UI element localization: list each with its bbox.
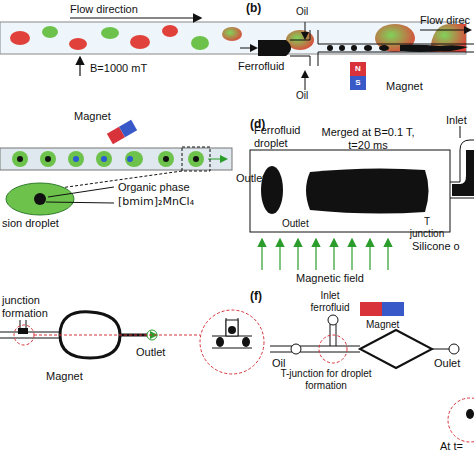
figure-label: Oil (272, 357, 285, 370)
figure-label: Magnetic field (296, 272, 364, 285)
figure-label: Ferrofluid (238, 60, 284, 73)
figure-label: Inlet (446, 114, 467, 127)
figure-label: Magnet (74, 110, 111, 123)
pole-letter: N (350, 62, 366, 76)
figure-label: Ferrofluid droplet (254, 124, 314, 149)
figure-label: Inlet ferrofluid (300, 290, 360, 313)
figure-label: Oil (296, 6, 308, 18)
figure-label: Silicone o (412, 240, 460, 253)
figure-label: Outlet (282, 218, 309, 230)
figure-label: Oil (296, 90, 308, 102)
figure-label: [bmim]₂MnCl₄ (118, 196, 194, 209)
figure-label: At t= (440, 440, 463, 453)
figure-label: Merged at B=0.1 T, t=20 ms (318, 126, 418, 151)
figure-label: B=1000 mT (90, 62, 147, 75)
figure-label: Magnet (46, 370, 83, 383)
figure-label: Organic phase (118, 181, 190, 194)
figure-label: sion droplet (2, 217, 59, 230)
figure-label: Outlet (136, 346, 165, 359)
figure-label: Magnet (366, 319, 399, 331)
figure-label: Flow direc (420, 14, 470, 27)
figure-label: Oulet (434, 357, 460, 370)
figure-label: Outlet (236, 172, 265, 185)
figure-label: T junction (406, 216, 448, 239)
pole-letter: S (350, 76, 366, 90)
figure-label: T-junction for droplet formation (276, 368, 376, 391)
figure-label: (b) (246, 2, 261, 16)
magnet-block: NS (350, 62, 366, 90)
figure-label: Flow direction (70, 3, 138, 16)
figure-label: formation (2, 307, 48, 320)
figure-label: junction (2, 294, 40, 307)
figure-label: Magnet (386, 80, 423, 93)
figure-label: (f) (250, 290, 262, 304)
